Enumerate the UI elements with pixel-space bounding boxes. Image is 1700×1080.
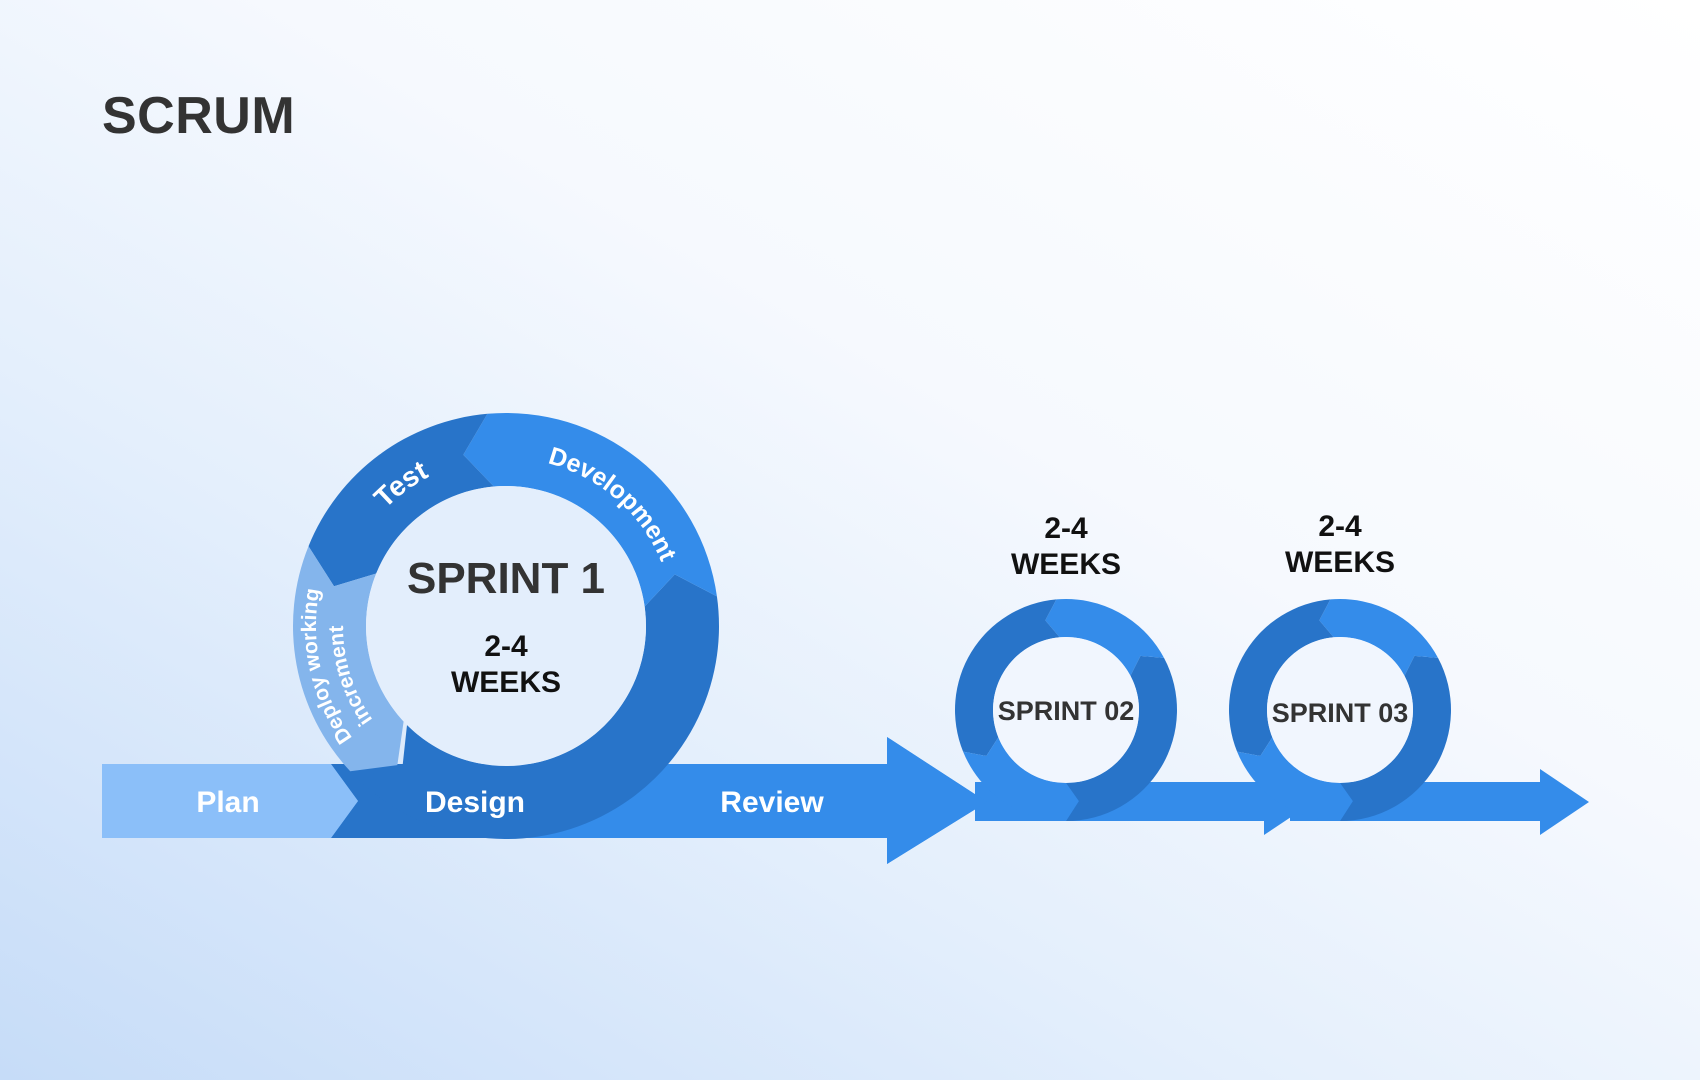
sprint3-duration-unit: WEEKS xyxy=(1285,546,1395,579)
sprint3-ring-segment-1 xyxy=(1340,655,1451,821)
sprint2-duration-number: 2-4 xyxy=(1044,512,1088,545)
design-label: Design xyxy=(425,786,525,819)
sprint2-title: SPRINT 02 xyxy=(998,696,1135,726)
sprint3-title: SPRINT 03 xyxy=(1272,698,1409,728)
sprint2-ring-segment-4 xyxy=(963,737,1079,821)
sprint1-design-segment xyxy=(355,574,720,839)
sprint1-duration-number: 2-4 xyxy=(484,630,528,663)
plan-label: Plan xyxy=(196,786,259,819)
diagram-title: SCRUM xyxy=(102,87,296,145)
main-arrow-head xyxy=(887,737,987,864)
sprint2-ring-segment-3 xyxy=(954,599,1060,756)
sprint2-center xyxy=(993,637,1139,783)
sprint1-duration-unit: WEEKS xyxy=(451,666,561,699)
sprint3-ring-segment-4 xyxy=(1237,737,1353,821)
sprint2-duration-unit: WEEKS xyxy=(1011,548,1121,581)
sprint1-development-segment xyxy=(463,412,717,607)
sprint3-ring-segment-2 xyxy=(1319,599,1439,676)
sprint1-test-segment xyxy=(308,413,494,587)
plan-band-overlay xyxy=(102,764,358,838)
sprint2-ring-segment-2 xyxy=(1045,599,1165,676)
sprint3-ring-segment-3 xyxy=(1229,599,1334,756)
sprint3-center xyxy=(1267,637,1413,783)
sprint1-title: SPRINT 1 xyxy=(407,554,605,603)
sprint1-center xyxy=(366,486,646,766)
sprint1-deploy-segment xyxy=(293,546,404,772)
sprint3-duration-number: 2-4 xyxy=(1318,510,1362,543)
review-label: Review xyxy=(720,786,824,819)
sprint2-ring-segment-1 xyxy=(1066,655,1177,821)
